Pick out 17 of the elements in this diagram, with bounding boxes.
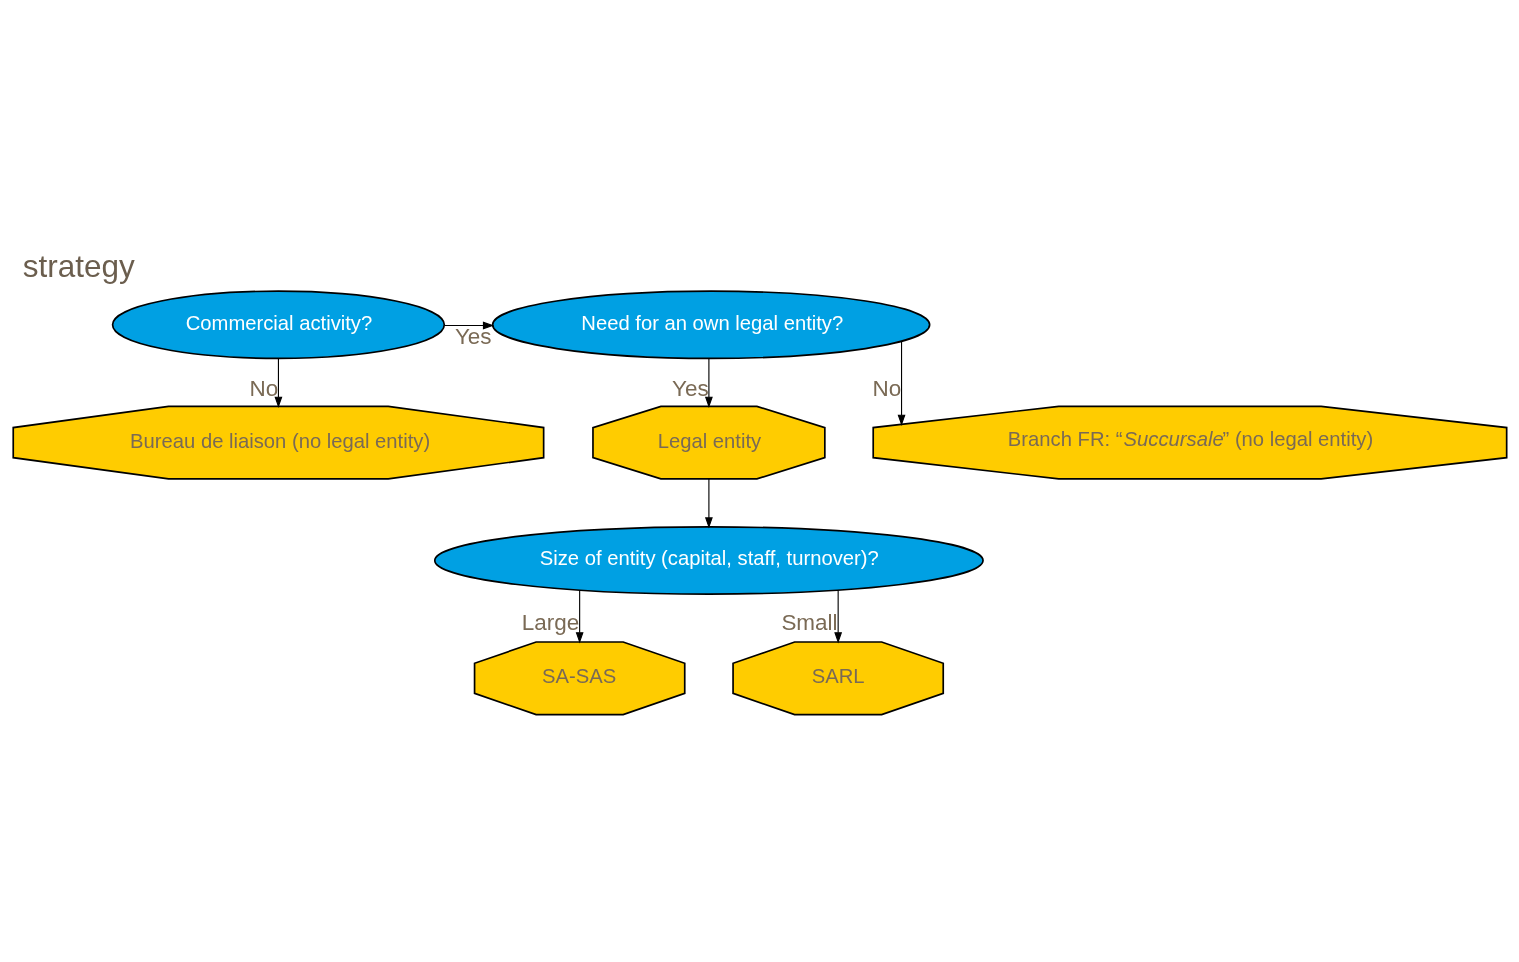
- arrow: [575, 589, 584, 644]
- arrow: [897, 341, 905, 426]
- diagram-title: strategy: [22, 249, 135, 285]
- arrow: [833, 589, 842, 644]
- arrow: [443, 321, 494, 330]
- node-ellipse: Commercial activity?: [111, 290, 445, 360]
- arrow: [274, 357, 282, 408]
- node-ellipse: Need for an own legal entity?: [491, 290, 930, 360]
- node-ellipse: Size of entity (capital, staff, turnover)?: [433, 526, 984, 595]
- arrow: [704, 478, 713, 529]
- edge-label: Small: [780, 609, 838, 635]
- edge-label: Yes: [454, 323, 492, 349]
- edge-label: Large: [521, 609, 579, 635]
- edge-label: No: [872, 376, 901, 402]
- edge-label: No: [248, 375, 278, 401]
- arrow: [704, 357, 713, 408]
- edge-label: Yes: [671, 375, 709, 401]
